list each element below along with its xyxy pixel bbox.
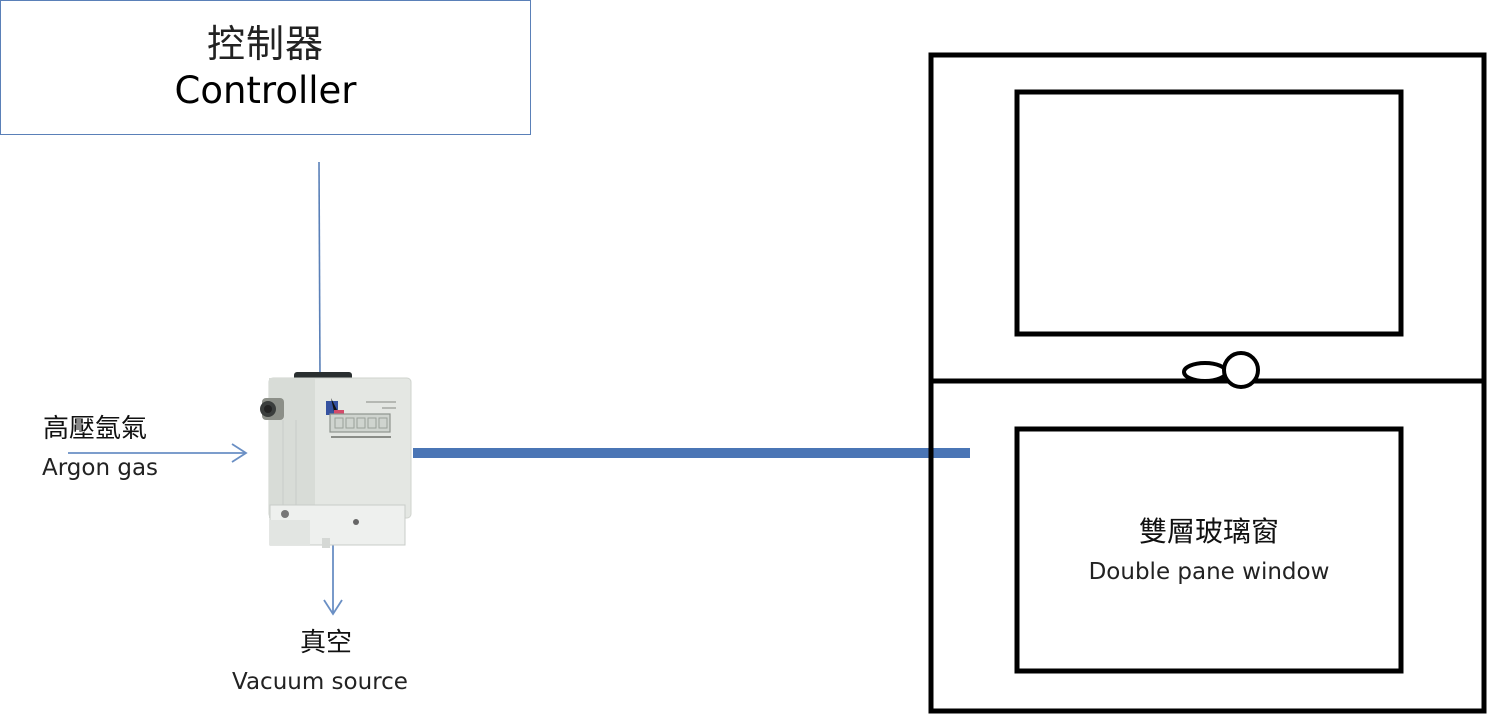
controller-label-en: Controller: [174, 68, 357, 112]
double-pane-window: [928, 52, 1487, 714]
vacuum-label-zh: 真空: [300, 628, 353, 658]
window-label-zh: 雙層玻璃窗: [1138, 515, 1279, 548]
window-label-en: Double pane window: [1088, 559, 1330, 585]
controller-cable-line: [318, 161, 321, 378]
window-upper-pane: [1014, 89, 1404, 337]
window-lower-pane: [1014, 426, 1404, 674]
device-lcd-display: [329, 413, 391, 433]
window-latch-icon: [1182, 351, 1260, 389]
vacuum-label-en: Vacuum source: [232, 669, 408, 695]
device-side-connector: [260, 398, 284, 420]
device-logo-icon: [326, 398, 344, 416]
gas-controller-device: [260, 372, 412, 548]
controller-box: 控制器 Controller: [0, 0, 531, 135]
argon-label-en: Argon gas: [42, 455, 159, 481]
controller-label-zh: 控制器: [206, 21, 324, 66]
vacuum-outlet-arrow: [323, 545, 343, 616]
argon-inlet-arrow: [68, 443, 248, 463]
argon-label-zh: 高壓氬氣: [43, 414, 148, 444]
